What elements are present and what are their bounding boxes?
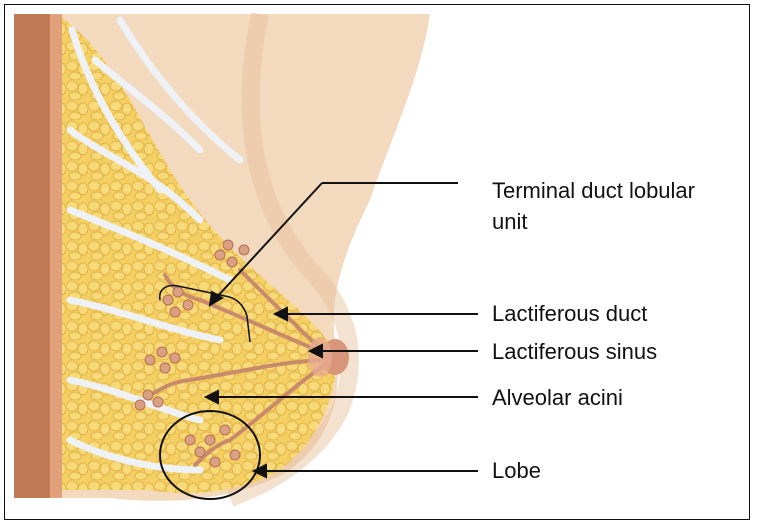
label-alveolar-acini: Alveolar acini (492, 383, 623, 413)
label-terminal-duct-line2: unit (492, 207, 527, 237)
chest-wall-edge (50, 14, 62, 498)
label-lactiferous-duct: Lactiferous duct (492, 299, 647, 329)
label-terminal-duct-line1: Terminal duct lobular (492, 176, 695, 206)
label-lobe: Lobe (492, 456, 541, 486)
label-lactiferous-sinus: Lactiferous sinus (492, 337, 657, 367)
